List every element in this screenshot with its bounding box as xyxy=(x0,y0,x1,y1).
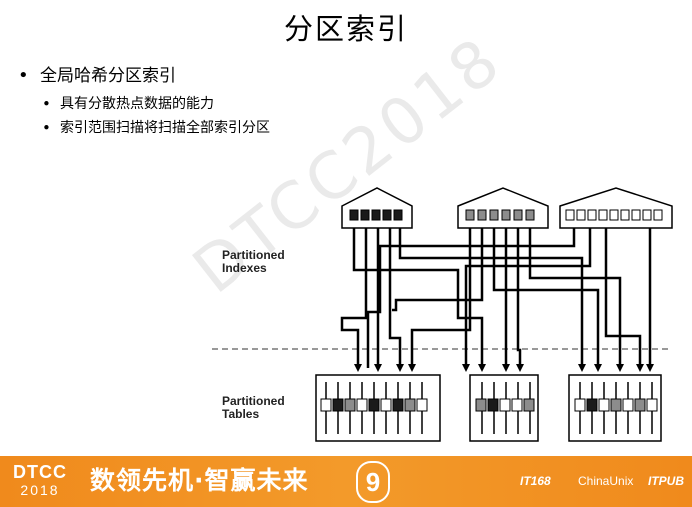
sub-bullet-2: 索引范围扫描将扫描全部索引分区 xyxy=(42,116,270,140)
footer-slogan: 数领先机·智赢未来 xyxy=(90,466,309,495)
dtcc-logo-year: 2018 xyxy=(20,482,60,498)
footer-banner: DTCC 2018 数领先机·智赢未来 9 IT168 ChinaUnix IT… xyxy=(0,456,692,507)
table-partition-3 xyxy=(568,374,662,442)
bullet-list: 全局哈希分区索引 具有分散热点数据的能力 索引范围扫描将扫描全部索引分区 xyxy=(18,64,270,140)
index-partition-2 xyxy=(457,187,549,229)
label-tables-line2: Tables xyxy=(222,407,260,421)
index-partition-3 xyxy=(559,187,673,229)
table-partition-1 xyxy=(315,374,441,442)
sub-bullet-1: 具有分散热点数据的能力 xyxy=(42,92,270,116)
dtcc-logo-text: DTCC xyxy=(13,462,67,482)
sponsor-itpub: ITPUB xyxy=(648,474,684,488)
partition-diagram xyxy=(212,187,673,442)
label-indexes-line1: Partitioned xyxy=(222,248,285,262)
label-indexes-line2: Indexes xyxy=(222,261,267,275)
edition-badge: 9 xyxy=(356,461,390,503)
label-partitioned-indexes: Partitioned Indexes xyxy=(222,249,285,275)
slide-title: 分区索引 xyxy=(283,12,408,46)
dtcc-logo: DTCC 2018 xyxy=(8,462,72,502)
index-partition-1 xyxy=(341,187,413,229)
table-partition-2 xyxy=(469,374,539,442)
bullet-main: 全局哈希分区索引 xyxy=(18,64,270,88)
sponsor-chinaunix: ChinaUnix xyxy=(578,474,634,488)
sponsor-it168: IT168 xyxy=(520,474,551,488)
label-tables-line1: Partitioned xyxy=(222,394,285,408)
index-to-table-connectors xyxy=(340,228,654,372)
label-partitioned-tables: Partitioned Tables xyxy=(222,395,285,421)
sub-bullet-list: 具有分散热点数据的能力 索引范围扫描将扫描全部索引分区 xyxy=(18,92,270,140)
